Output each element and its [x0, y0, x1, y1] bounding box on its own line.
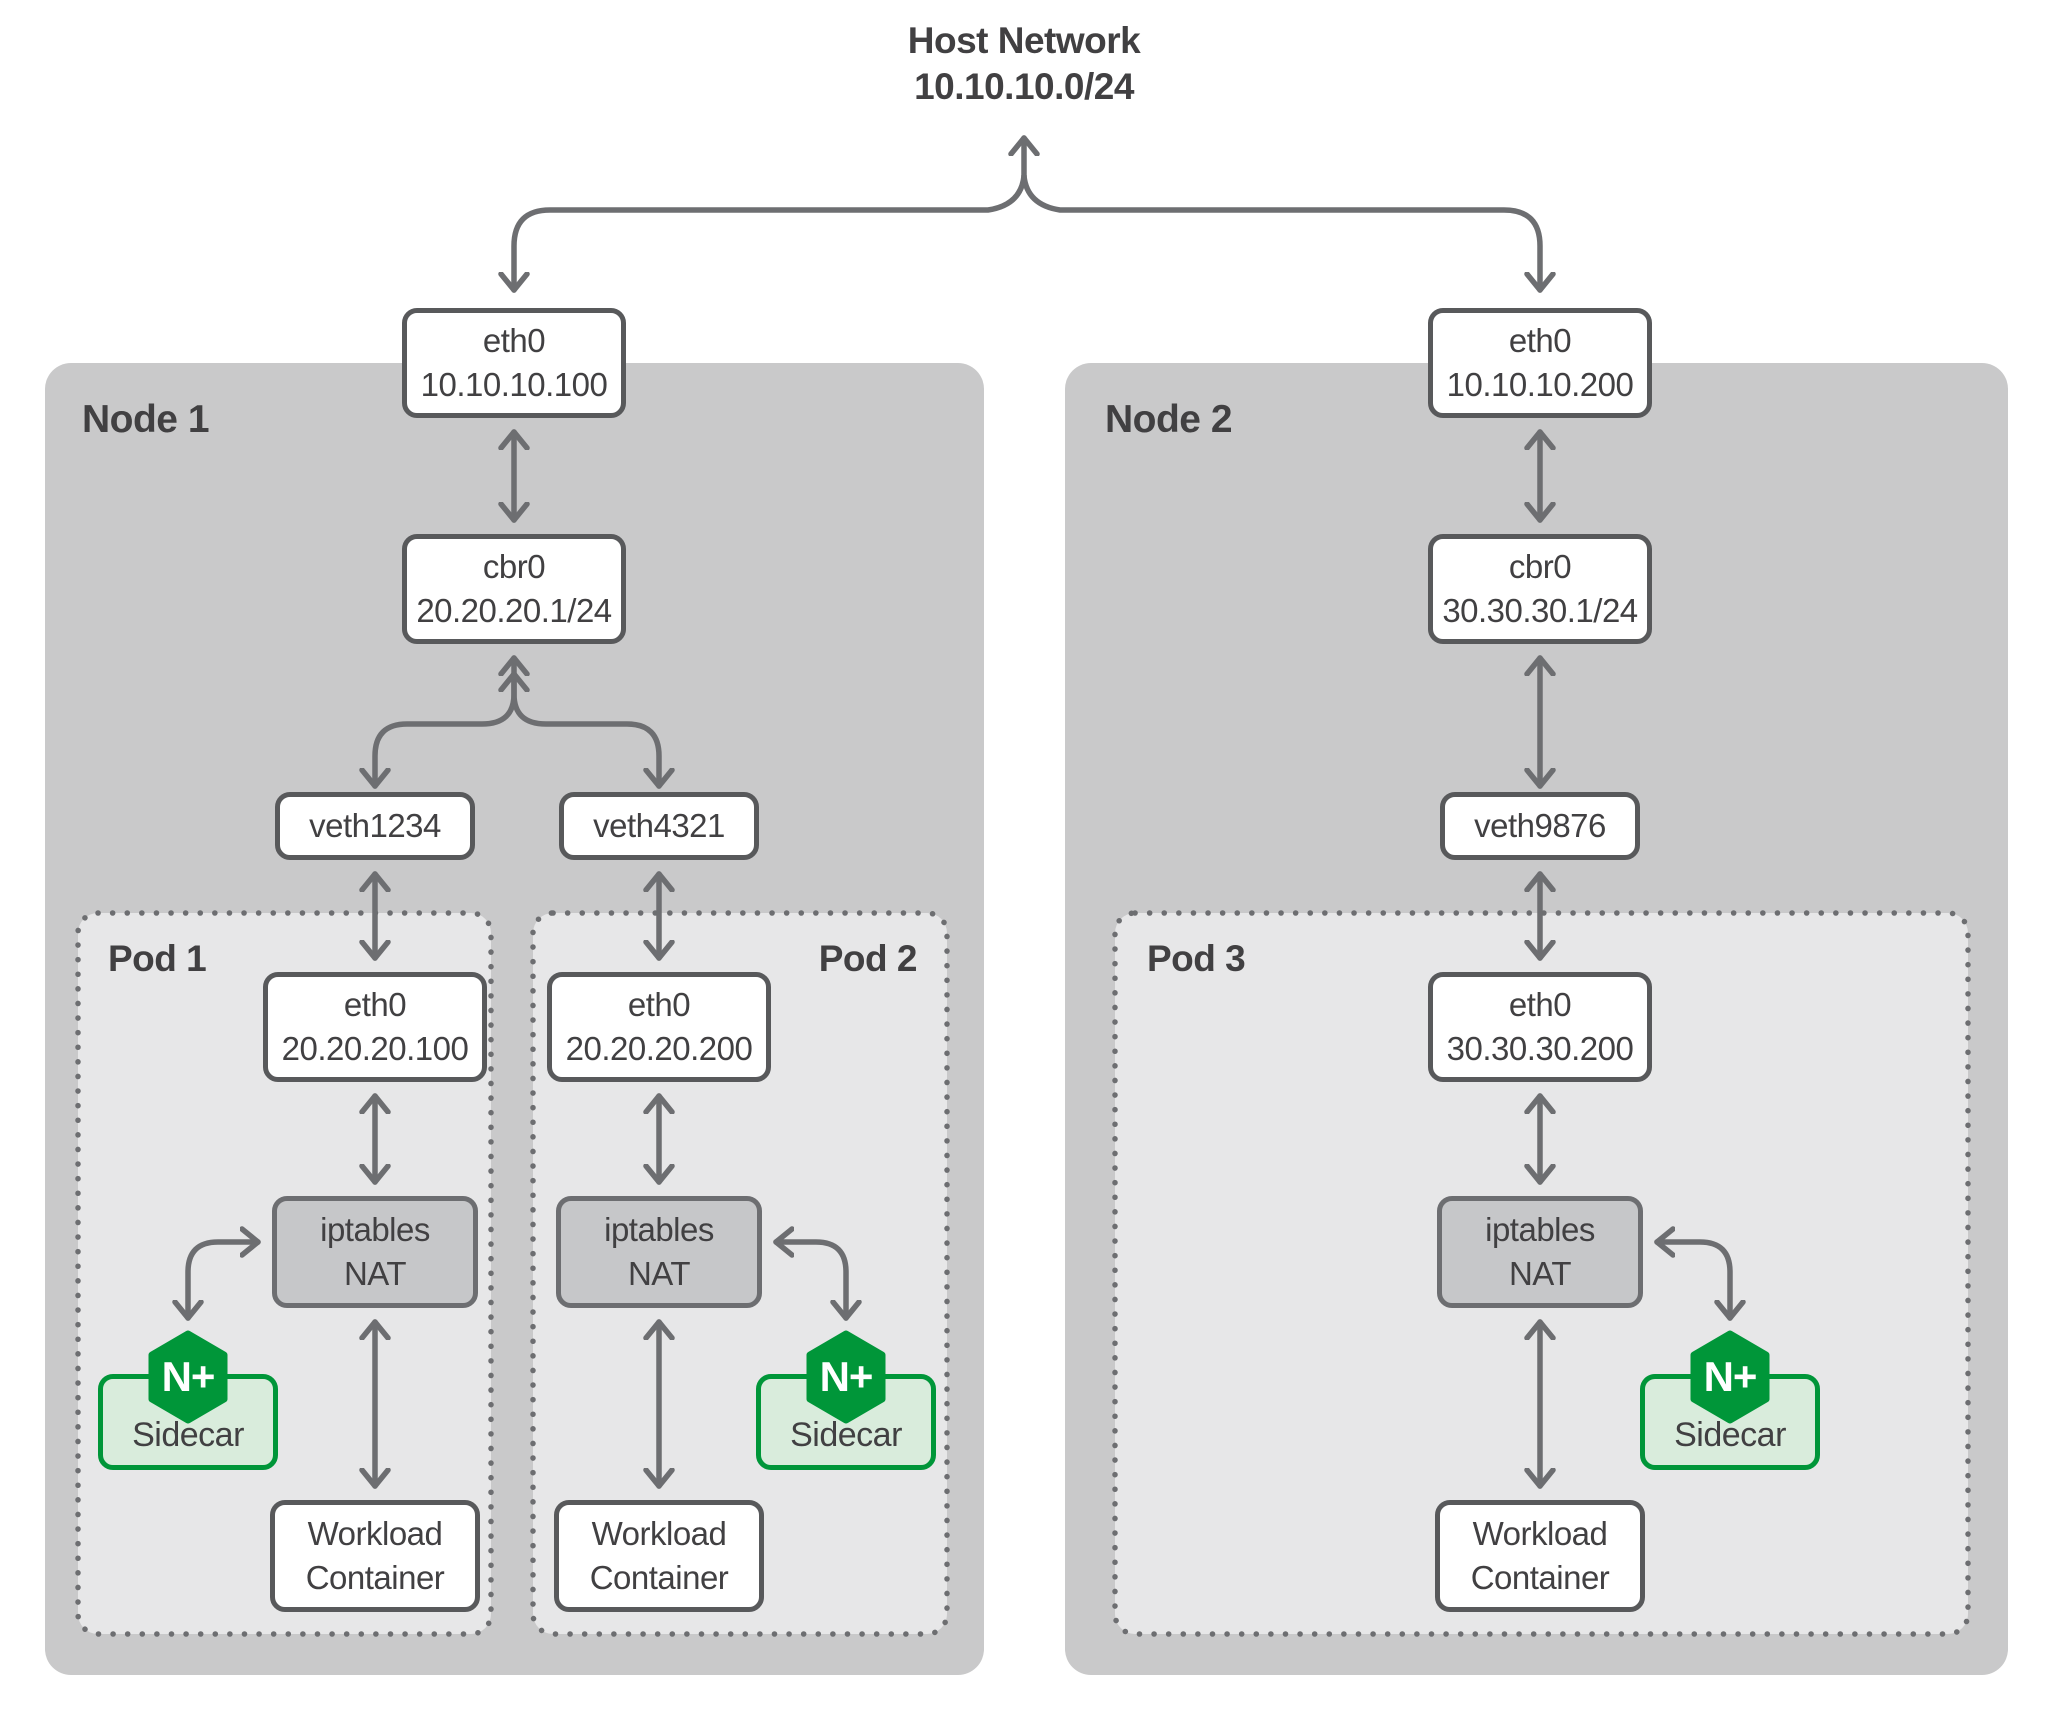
node1-label: Node 1: [82, 398, 210, 441]
arrow-cbr0-to-veth1234: [375, 655, 514, 789]
pod2-label: Pod 2: [818, 938, 918, 979]
arrow-pod1-nat-sidecar: [188, 1242, 261, 1321]
node2-veth9876-box: veth9876: [1440, 792, 1640, 860]
pod3-iptables-nat-box: iptables NAT: [1437, 1196, 1643, 1308]
interface-name: eth0: [1508, 322, 1572, 359]
pod1-nginx-plus-icon: N+: [146, 1330, 230, 1424]
workload-line2: Container: [1470, 1559, 1610, 1596]
node2-label: Node 2: [1105, 398, 1233, 441]
workload-line1: Workload: [1472, 1515, 1608, 1552]
pod1-label: Pod 1: [108, 938, 207, 979]
interface-name: veth9876: [1474, 807, 1606, 844]
host-network-name: Host Network: [907, 20, 1141, 61]
interface-ip: 30.30.30.1/24: [1442, 592, 1638, 629]
pod1-eth0-box: eth0 20.20.20.100: [263, 972, 487, 1082]
nat-line2: NAT: [343, 1255, 407, 1292]
pod1-workload-container-box: Workload Container: [270, 1500, 480, 1612]
arrow-host-to-node1-eth0: [514, 173, 1027, 293]
nat-line1: iptables: [1485, 1211, 1595, 1248]
workload-line1: Workload: [307, 1515, 443, 1552]
node2-eth0-box: eth0 10.10.10.200: [1428, 308, 1652, 418]
host-network-cidr: 10.10.10.0/24: [914, 66, 1134, 107]
nat-line2: NAT: [1508, 1255, 1572, 1292]
pod2-eth0-box: eth0 20.20.20.200: [547, 972, 771, 1082]
interface-name: cbr0: [1508, 548, 1572, 585]
arrow-cbr0-to-veth4321: [514, 671, 659, 789]
interface-ip: 10.10.10.200: [1446, 366, 1634, 403]
interface-name: eth0: [627, 986, 691, 1023]
pod3-label: Pod 3: [1147, 938, 1246, 979]
node2-cbr0-box: cbr0 30.30.30.1/24: [1428, 534, 1652, 644]
nat-line2: NAT: [627, 1255, 691, 1292]
node1-veth4321-box: veth4321: [559, 792, 759, 860]
interface-name: eth0: [343, 986, 407, 1023]
nginx-plus-badge: N+: [1703, 1353, 1758, 1400]
node1-veth1234-box: veth1234: [275, 792, 475, 860]
arrow-pod2-nat-sidecar: [773, 1242, 846, 1321]
node1-eth0-box: eth0 10.10.10.100: [402, 308, 626, 418]
nat-line1: iptables: [604, 1211, 714, 1248]
pod2-iptables-nat-box: iptables NAT: [556, 1196, 762, 1308]
arrow-host-to-node2-eth0: [1021, 173, 1540, 293]
interface-ip: 20.20.20.200: [565, 1030, 753, 1067]
pod2-nginx-plus-icon: N+: [804, 1330, 888, 1424]
pod2-workload-container-box: Workload Container: [554, 1500, 764, 1612]
interface-name: eth0: [1508, 986, 1572, 1023]
workload-line2: Container: [305, 1559, 445, 1596]
interface-name: veth1234: [309, 807, 441, 844]
pod3-workload-container-box: Workload Container: [1435, 1500, 1645, 1612]
interface-ip: 20.20.20.100: [281, 1030, 469, 1067]
workload-line1: Workload: [591, 1515, 727, 1552]
interface-name: veth4321: [593, 807, 725, 844]
pod1-iptables-nat-box: iptables NAT: [272, 1196, 478, 1308]
interface-ip: 20.20.20.1/24: [416, 592, 612, 629]
interface-ip: 30.30.30.200: [1446, 1030, 1634, 1067]
nat-line1: iptables: [320, 1211, 430, 1248]
workload-line2: Container: [589, 1559, 729, 1596]
pod3-eth0-box: eth0 30.30.30.200: [1428, 972, 1652, 1082]
nginx-plus-badge: N+: [819, 1353, 874, 1400]
interface-name: cbr0: [482, 548, 546, 585]
arrow-pod3-nat-sidecar: [1654, 1242, 1730, 1321]
pod3-nginx-plus-icon: N+: [1688, 1330, 1772, 1424]
nginx-plus-badge: N+: [161, 1353, 216, 1400]
host-network-title: Host Network 10.10.10.0/24: [0, 18, 2048, 110]
node1-cbr0-box: cbr0 20.20.20.1/24: [402, 534, 626, 644]
interface-name: eth0: [482, 322, 546, 359]
interface-ip: 10.10.10.100: [420, 366, 608, 403]
